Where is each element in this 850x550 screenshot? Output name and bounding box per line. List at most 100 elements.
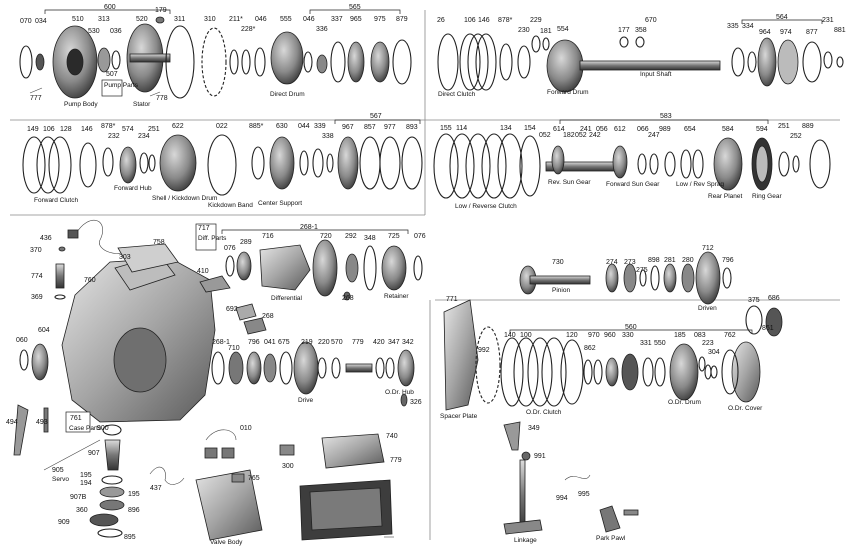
num-410: 410 [197,268,209,275]
num-228: 228* [241,26,256,33]
part-964-gear [757,37,777,87]
num-214: 862 [584,345,596,352]
caption-kickdown-band: Kickdown Band [208,202,253,209]
part-268-1b-ring [279,351,293,385]
num-970: 960 [604,332,616,339]
part-034-seal [35,53,45,71]
num-076: 076 [224,245,236,252]
num-010: 779 [390,457,402,464]
caption-o-dr-drum: O.Dr. Drum [668,399,701,406]
part-796-ring [317,357,327,379]
num-437: 437 [150,485,162,492]
group-direct-clutch: 564 26 106 146 878* 230 229 181 554 177 … [437,14,846,98]
part-965-bearing [347,41,365,83]
part-070-ring [19,45,33,79]
num-052: 052 [539,132,551,139]
num-046b: 046 [303,16,315,23]
caption-center-support: Center Support [258,200,302,207]
num-041: 570 [331,339,343,346]
part-349-clip [521,451,531,461]
part-774-sensor [55,263,65,289]
num-241: 241 [580,126,592,133]
num-622: 622 [172,123,184,130]
part-076b-ring [413,255,423,281]
caption-park-pawl: Park Pawl [596,535,626,542]
part-900-ring [102,424,122,436]
part-046b-ring [303,51,313,73]
num-777: 777 [30,95,42,102]
part-881-ring [836,56,844,68]
num-303: 303 [119,254,131,261]
num-779: 326 [410,399,422,406]
num-889: 889 [802,123,814,130]
num-347: 300 [282,463,294,470]
part-076-ring [225,255,235,277]
num-796b: 796 [722,257,734,264]
num-223: 304 [708,349,720,356]
num-555: 555 [280,16,292,23]
caption-diff-parts: Diff. Parts [198,235,227,242]
caption-low-rev-sprag: Low / Rev Sprag [676,181,724,188]
part-786 [343,291,351,301]
num-268: 710 [228,345,240,352]
num-182: 182 [563,132,575,139]
part-992-lever [503,421,521,451]
part-114c-plate [481,133,507,199]
part-046-ring [254,47,266,77]
part-991-rod [519,459,526,531]
num-594: 594 [756,126,768,133]
caption-shell-drum: Shell / Kickdown Drum [152,195,217,202]
part-219-ring [375,357,385,379]
part-231-ring [823,51,833,69]
part-909 [89,513,119,527]
part-410 [199,275,231,293]
part-kickdown-band [207,134,237,196]
part-case-bore [113,327,167,393]
part-251-ring-b [778,151,790,177]
num-242: 242 [589,132,601,139]
caption-driven: Driven [698,305,717,312]
num-106c: 106 [43,126,55,133]
num-128: 128 [60,126,72,133]
num-280: 280 [682,257,694,264]
num-114: 114 [456,125,467,132]
part-494-lever [13,404,29,456]
group-case-differential: 268-1 [6,219,426,546]
num-796: 220 [318,339,330,346]
part-758-cover [117,243,179,273]
num-230: 230 [518,27,530,34]
part-pump-hub [66,48,84,76]
caption-ring-gear: Ring Gear [752,193,782,200]
part-796-ring-b [722,267,732,289]
part-rear-planet [713,137,743,191]
diff-parts-box [195,223,217,251]
num-274: 274 [606,259,618,266]
num-881: 881 [834,27,846,34]
part-960 [621,353,639,391]
part-967-bearing [337,136,359,190]
num-564: 564 [776,14,788,21]
num-181: 181 [540,28,552,35]
case-parts-box [65,411,91,433]
part-066-ring [637,153,647,175]
num-774: 774 [31,273,43,280]
num-907: 907 [88,450,100,457]
num-334: 334 [742,23,754,30]
num-583: 583 [660,113,672,120]
num-106: 106 [464,17,476,24]
num-120: 120 [566,332,578,339]
part-solenoid-1 [204,447,218,459]
num-310: 310 [204,16,216,23]
part-878-ring [499,43,513,81]
part-100b-plate [527,337,553,407]
num-692: 796 [248,339,260,346]
part-driven-gear [695,251,721,305]
part-268-1-ring [211,351,225,385]
part-989-ring [664,151,676,177]
part-889-ring [809,139,831,189]
num-520: 520 [136,16,148,23]
num-195b: 195 [128,491,140,498]
part-907-piston [104,439,121,471]
